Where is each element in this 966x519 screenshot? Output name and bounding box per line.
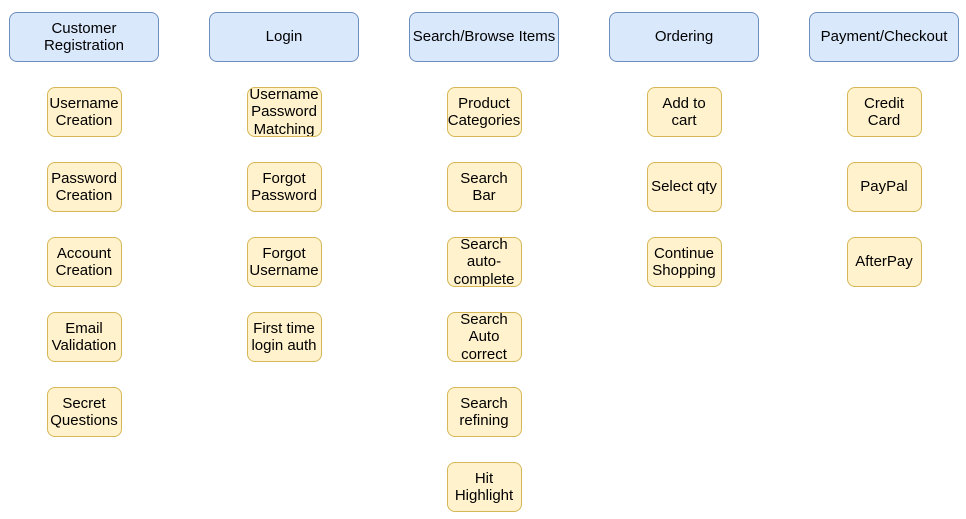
- item-email-validation: Email Validation: [46, 312, 122, 362]
- item-search-bar: Search Bar: [446, 162, 522, 212]
- item-credit-card: Credit Card: [846, 87, 922, 137]
- header-ordering: Ordering: [609, 12, 759, 62]
- item-search-refining: Search refining: [446, 387, 522, 437]
- item-product-categories: Product Categories: [446, 87, 522, 137]
- header-login: Login: [209, 12, 359, 62]
- item-password-creation: Password Creation: [46, 162, 122, 212]
- item-username-password-matching: Username Password Matching: [246, 87, 322, 137]
- item-username-creation: Username Creation: [46, 87, 122, 137]
- item-afterpay: AfterPay: [846, 237, 922, 287]
- item-search-auto-complete: Search auto- complete: [446, 237, 522, 287]
- item-secret-questions: Secret Questions: [46, 387, 122, 437]
- item-select-qty: Select qty: [646, 162, 722, 212]
- header-search-browse-items: Search/Browse Items: [409, 12, 559, 62]
- item-forgot-password: Forgot Password: [246, 162, 322, 212]
- item-account-creation: Account Creation: [46, 237, 122, 287]
- item-continue-shopping: Continue Shopping: [646, 237, 722, 287]
- header-payment-checkout: Payment/Checkout: [809, 12, 959, 62]
- item-search-auto-correct: Search Auto correct: [446, 312, 522, 362]
- item-first-time-login-auth: First time login auth: [246, 312, 322, 362]
- item-paypal: PayPal: [846, 162, 922, 212]
- item-hit-highlight: Hit Highlight: [446, 462, 522, 512]
- header-customer-registration: Customer Registration: [9, 12, 159, 62]
- item-add-to-cart: Add to cart: [646, 87, 722, 137]
- item-forgot-username: Forgot Username: [246, 237, 322, 287]
